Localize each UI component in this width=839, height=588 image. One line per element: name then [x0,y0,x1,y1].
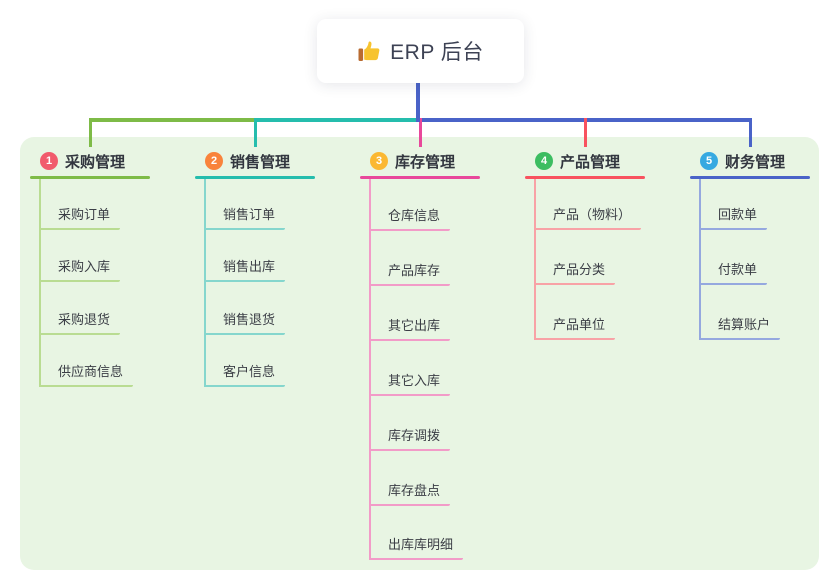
branch-title: 库存管理 [395,153,456,171]
root-title: ERP 后台 [390,41,484,64]
root-node[interactable]: ERP 后台 [317,19,524,83]
branch-title: 产品管理 [560,153,621,171]
branch-child-connector [39,179,41,387]
child-node[interactable]: 产品（物料） [534,195,642,230]
child-node[interactable]: 出库库明细 [369,525,464,561]
connector-drop [583,118,587,147]
branch-node[interactable]: 5 财务管理 [690,146,810,176]
child-node[interactable]: 产品库存 [369,251,451,286]
child-node[interactable]: 其它入库 [369,361,451,396]
branch-badge: 4 [535,152,553,170]
child-node[interactable]: 销售退货 [204,300,286,335]
branch-underline [360,176,480,179]
child-node[interactable]: 采购退货 [39,300,121,335]
child-node[interactable]: 仓库信息 [369,196,451,231]
root-stem-line [415,82,420,122]
child-node[interactable]: 库存调拨 [369,416,451,451]
connector-horizontal-segment [90,118,255,122]
child-node[interactable]: 产品分类 [534,250,616,285]
thumbs-up-icon [357,39,381,63]
branch-underline [30,176,150,179]
child-node[interactable]: 结算账户 [699,305,781,340]
branch-badge: 2 [205,152,223,170]
connector-drop [748,118,752,147]
child-node[interactable]: 产品单位 [534,305,616,340]
branch-title: 财务管理 [725,153,786,171]
branch-child-connector [369,179,371,561]
child-node[interactable]: 供应商信息 [39,352,134,387]
branch-underline [690,176,810,179]
branch-node[interactable]: 4 产品管理 [525,146,645,176]
child-node[interactable]: 销售出库 [204,247,286,283]
branches-panel [20,137,819,570]
branch-child-connector [699,179,701,340]
child-node[interactable]: 客户信息 [204,352,286,387]
branch-child-connector [534,179,536,340]
branch-badge: 5 [700,152,718,170]
connector-horizontal-segment [255,118,418,122]
branch-child-connector [204,179,206,387]
branch-node[interactable]: 2 销售管理 [195,146,315,176]
branch-badge: 3 [370,152,388,170]
child-node[interactable]: 付款单 [699,250,768,285]
connector-drop [418,118,422,147]
branch-underline [525,176,645,179]
child-node[interactable]: 回款单 [699,195,768,230]
child-node[interactable]: 采购入库 [39,247,121,283]
branch-title: 销售管理 [230,153,291,171]
child-node[interactable]: 库存盘点 [369,471,451,506]
child-node[interactable]: 销售订单 [204,195,286,230]
branch-badge: 1 [40,152,58,170]
connector-drop [88,118,92,147]
branch-node[interactable]: 3 库存管理 [360,146,480,176]
branch-node[interactable]: 1 采购管理 [30,146,150,176]
connector-drop [253,118,257,147]
branch-title: 采购管理 [65,153,126,171]
child-node[interactable]: 其它出库 [369,306,451,341]
child-node[interactable]: 采购订单 [39,195,121,230]
branch-underline [195,176,315,179]
